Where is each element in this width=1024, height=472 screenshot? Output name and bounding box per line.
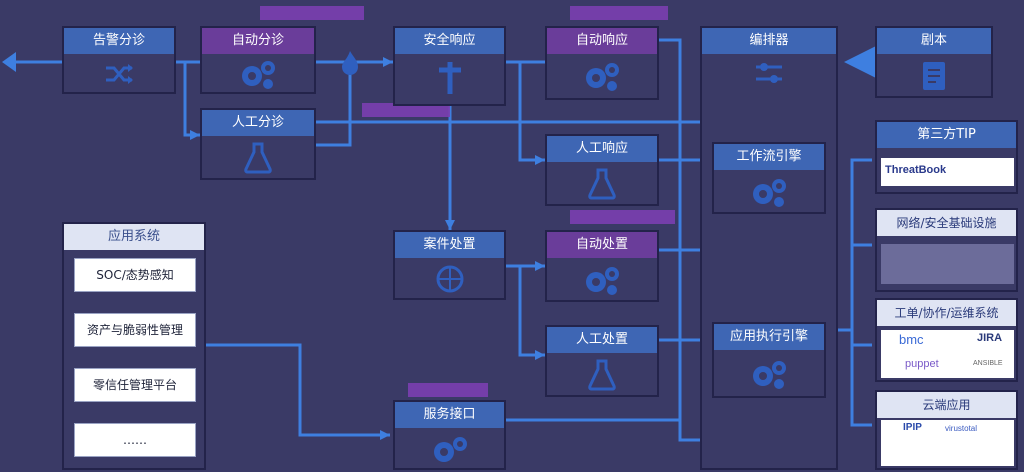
logo-strip: ThreatBook: [881, 158, 1014, 186]
flask-icon: [588, 359, 616, 391]
node-auto-response: 自动响应: [545, 26, 659, 100]
node-case-handling: 案件处置: [393, 230, 506, 300]
gears-icon: [586, 63, 619, 91]
node-title: 告警分诊: [64, 28, 174, 54]
infra-logos: [881, 244, 1014, 284]
app-system-item: 资产与脆弱性管理: [74, 313, 196, 347]
node-title: 服务接口: [395, 402, 504, 428]
gears-icon: [753, 361, 786, 389]
node-title: 工作流引擎: [714, 144, 824, 170]
virustotal-logo: virustotal: [945, 424, 978, 433]
node-auto-triage: 自动分诊: [200, 26, 316, 94]
node-alert-triage: 告警分诊: [62, 26, 176, 94]
node-title: 人工分诊: [202, 110, 314, 136]
node-workflow-engine: 工作流引擎: [712, 142, 826, 214]
tag-placeholder: [570, 210, 675, 224]
tip-panel: 第三方TIP ThreatBook: [875, 120, 1018, 194]
cross-icon: [438, 62, 461, 94]
shuffle-icon: [106, 64, 133, 84]
node-service-interface: 服务接口: [393, 400, 506, 470]
logo-strip: IPIP virustotal: [881, 420, 1014, 466]
gears-icon: [753, 179, 786, 207]
node-title: 自动分诊: [202, 28, 314, 54]
puppet-logo: puppet: [905, 358, 939, 370]
tag-placeholder: [260, 6, 364, 20]
tag-placeholder: [570, 6, 668, 20]
app-system-panel: 应用系统 SOC/态势感知 资产与脆弱性管理 零信任管理平台 ……: [62, 222, 206, 470]
node-manual-triage: 人工分诊: [200, 108, 316, 180]
node-title: 自动响应: [547, 28, 657, 54]
panel-title: 应用系统: [64, 224, 204, 250]
node-security-response: 安全响应: [393, 26, 506, 106]
logo-strip: bmc JIRA puppet ANSIBLE: [881, 330, 1014, 378]
node-title: 安全响应: [395, 28, 504, 54]
panel-title: 云端应用: [877, 392, 1016, 418]
jira-logo: JIRA: [977, 332, 1003, 344]
node-manual-handling: 人工处置: [545, 325, 659, 397]
tag-placeholder: [408, 383, 488, 397]
app-system-item: SOC/态势感知: [74, 258, 196, 292]
panel-title: 第三方TIP: [877, 122, 1016, 148]
app-system-item: ……: [74, 423, 196, 457]
app-system-item: 零信任管理平台: [74, 368, 196, 402]
node-title: 编排器: [702, 28, 836, 54]
sliders-icon: [756, 63, 782, 83]
globe-icon: [436, 265, 463, 293]
panel-title: 网络/安全基础设施: [877, 210, 1016, 236]
flask-icon: [244, 142, 272, 174]
node-title: 人工处置: [547, 327, 657, 353]
flask-icon: [588, 168, 616, 200]
tag-placeholder: [362, 103, 450, 117]
cloud-panel: 云端应用 IPIP virustotal: [875, 390, 1018, 470]
ipip-logo: IPIP: [903, 422, 922, 433]
gears-icon: [433, 437, 467, 462]
node-playbook: 剧本: [875, 26, 993, 98]
node-title: 自动处置: [547, 232, 657, 258]
infra-panel: 网络/安全基础设施: [875, 208, 1018, 292]
node-title: 人工响应: [547, 136, 657, 162]
panel-title: 工单/协作/运维系统: [877, 300, 1016, 326]
node-title: 剧本: [877, 28, 991, 54]
fire-icon: [342, 51, 358, 75]
gears-icon: [242, 61, 275, 89]
gears-icon: [586, 267, 619, 295]
node-app-exec-engine: 应用执行引擎: [712, 322, 826, 398]
bmc-logo: bmc: [899, 332, 924, 347]
ansible-logo: ANSIBLE: [973, 360, 1003, 367]
document-icon: [923, 62, 945, 90]
node-orchestrator: 编排器: [700, 26, 838, 470]
node-title: 应用执行引擎: [714, 324, 824, 350]
node-auto-handling: 自动处置: [545, 230, 659, 302]
ticket-panel: 工单/协作/运维系统 bmc JIRA puppet ANSIBLE: [875, 298, 1018, 382]
node-title: 案件处置: [395, 232, 504, 258]
threatbook-logo: ThreatBook: [885, 164, 947, 176]
node-manual-response: 人工响应: [545, 134, 659, 206]
